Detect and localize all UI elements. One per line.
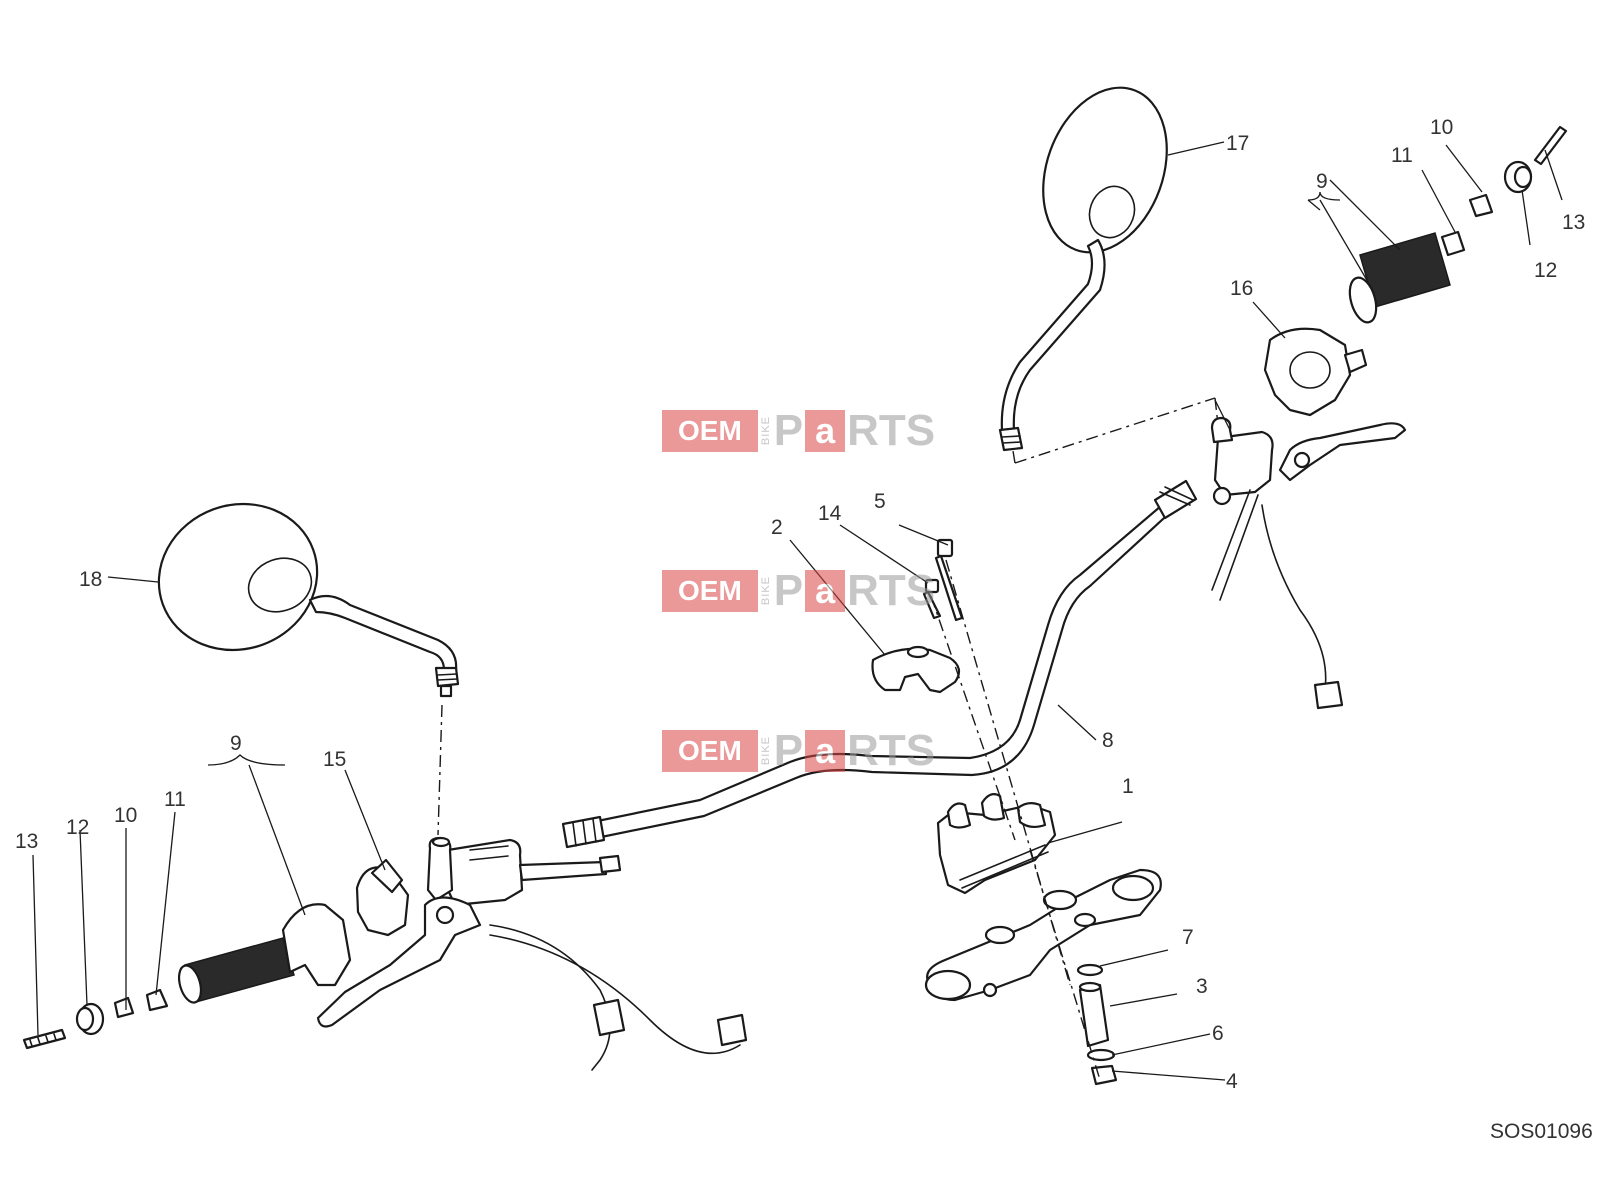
right-mirror (998, 86, 1168, 452)
callout-7: 7 (1182, 926, 1194, 949)
callout-11-right: 11 (1391, 144, 1413, 167)
handlebar-riser (936, 793, 1057, 895)
callout-1: 1 (1122, 775, 1134, 798)
right-grip-assembly (1263, 125, 1568, 417)
callout-13-right: 13 (1562, 211, 1585, 234)
callout-10-right: 10 (1430, 116, 1453, 139)
left-grip-assembly (22, 858, 410, 1050)
callout-12-left: 12 (66, 816, 89, 839)
callout-9-right: 9 (1316, 170, 1328, 193)
callout-9-left: 9 (230, 732, 242, 755)
callout-16: 16 (1230, 277, 1253, 300)
left-mirror (157, 502, 460, 698)
upper-clamp (871, 645, 961, 694)
callouts: 1 2 3 4 5 6 7 8 9 9 10 10 11 11 12 12 13… (15, 116, 1593, 1143)
callout-18: 18 (79, 568, 102, 591)
callout-6: 6 (1212, 1022, 1224, 1045)
triple-clamp (924, 868, 1162, 1002)
callout-3: 3 (1196, 975, 1208, 998)
callout-11-left: 11 (164, 788, 186, 811)
drawing-code: SOS01096 (1490, 1120, 1593, 1143)
right-master-cylinder (1210, 416, 1407, 710)
callout-10-left: 10 (114, 804, 137, 827)
handlebar (561, 479, 1198, 849)
callout-14: 14 (818, 502, 842, 525)
callout-8: 8 (1102, 729, 1114, 752)
callout-5: 5 (874, 490, 886, 513)
assembly-axes (437, 397, 1219, 1081)
callout-17: 17 (1226, 132, 1249, 155)
callout-12-right: 12 (1534, 259, 1557, 282)
callout-13-left: 13 (15, 830, 38, 853)
left-master-cylinder (316, 836, 748, 1071)
callout-2: 2 (771, 516, 783, 539)
callout-4: 4 (1226, 1070, 1238, 1093)
clamp-bolts (922, 538, 964, 622)
riser-fasteners (1076, 963, 1118, 1086)
callout-15: 15 (323, 748, 346, 771)
